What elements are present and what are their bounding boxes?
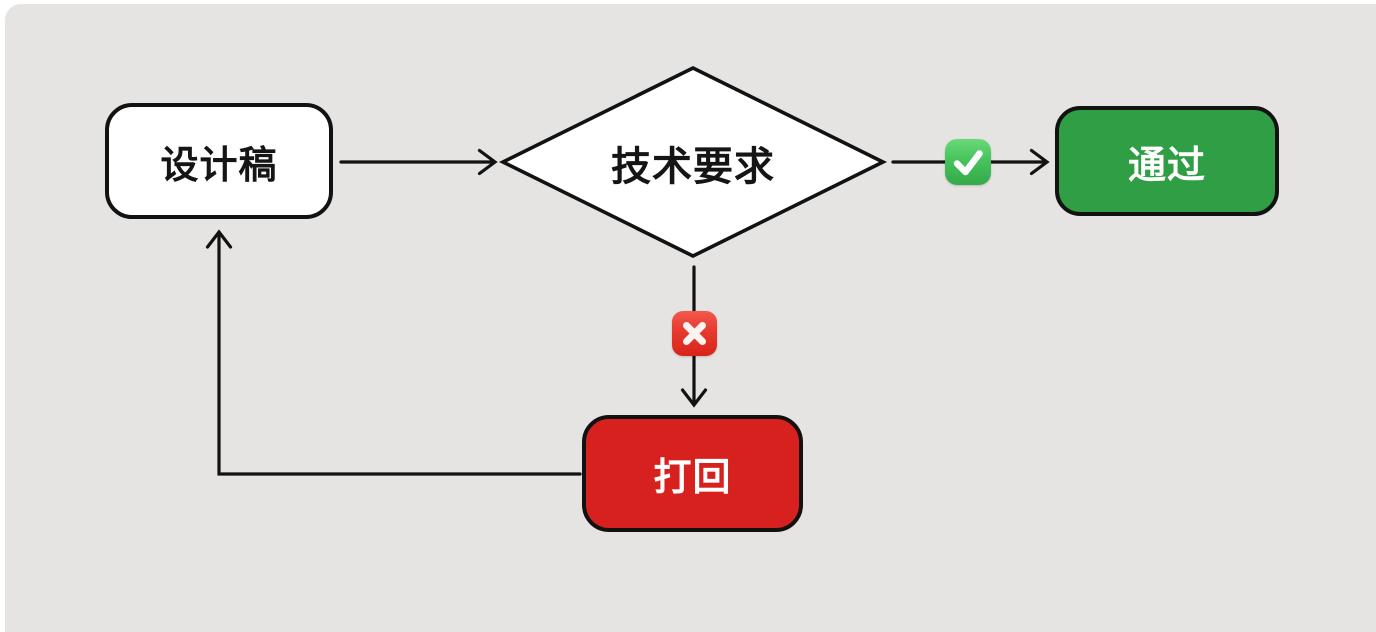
node-reject-label: 打回: [653, 457, 732, 499]
check-glyph: [953, 150, 983, 176]
node-pass[interactable]: 通过: [1055, 106, 1279, 216]
edge-reject-to-design[interactable]: [205, 229, 582, 476]
cross-glyph: [683, 322, 706, 345]
decision-diamond-shape[interactable]: [498, 65, 888, 259]
edge-design-to-decision[interactable]: [339, 148, 498, 176]
node-design-draft[interactable]: 设计稿: [105, 103, 333, 219]
cross-mark-icon[interactable]: [672, 311, 717, 356]
node-design-draft-label: 设计稿: [160, 144, 278, 187]
node-pass-label: 通过: [1127, 144, 1206, 187]
node-reject[interactable]: 打回: [582, 415, 803, 532]
check-mark-icon[interactable]: [945, 139, 991, 185]
